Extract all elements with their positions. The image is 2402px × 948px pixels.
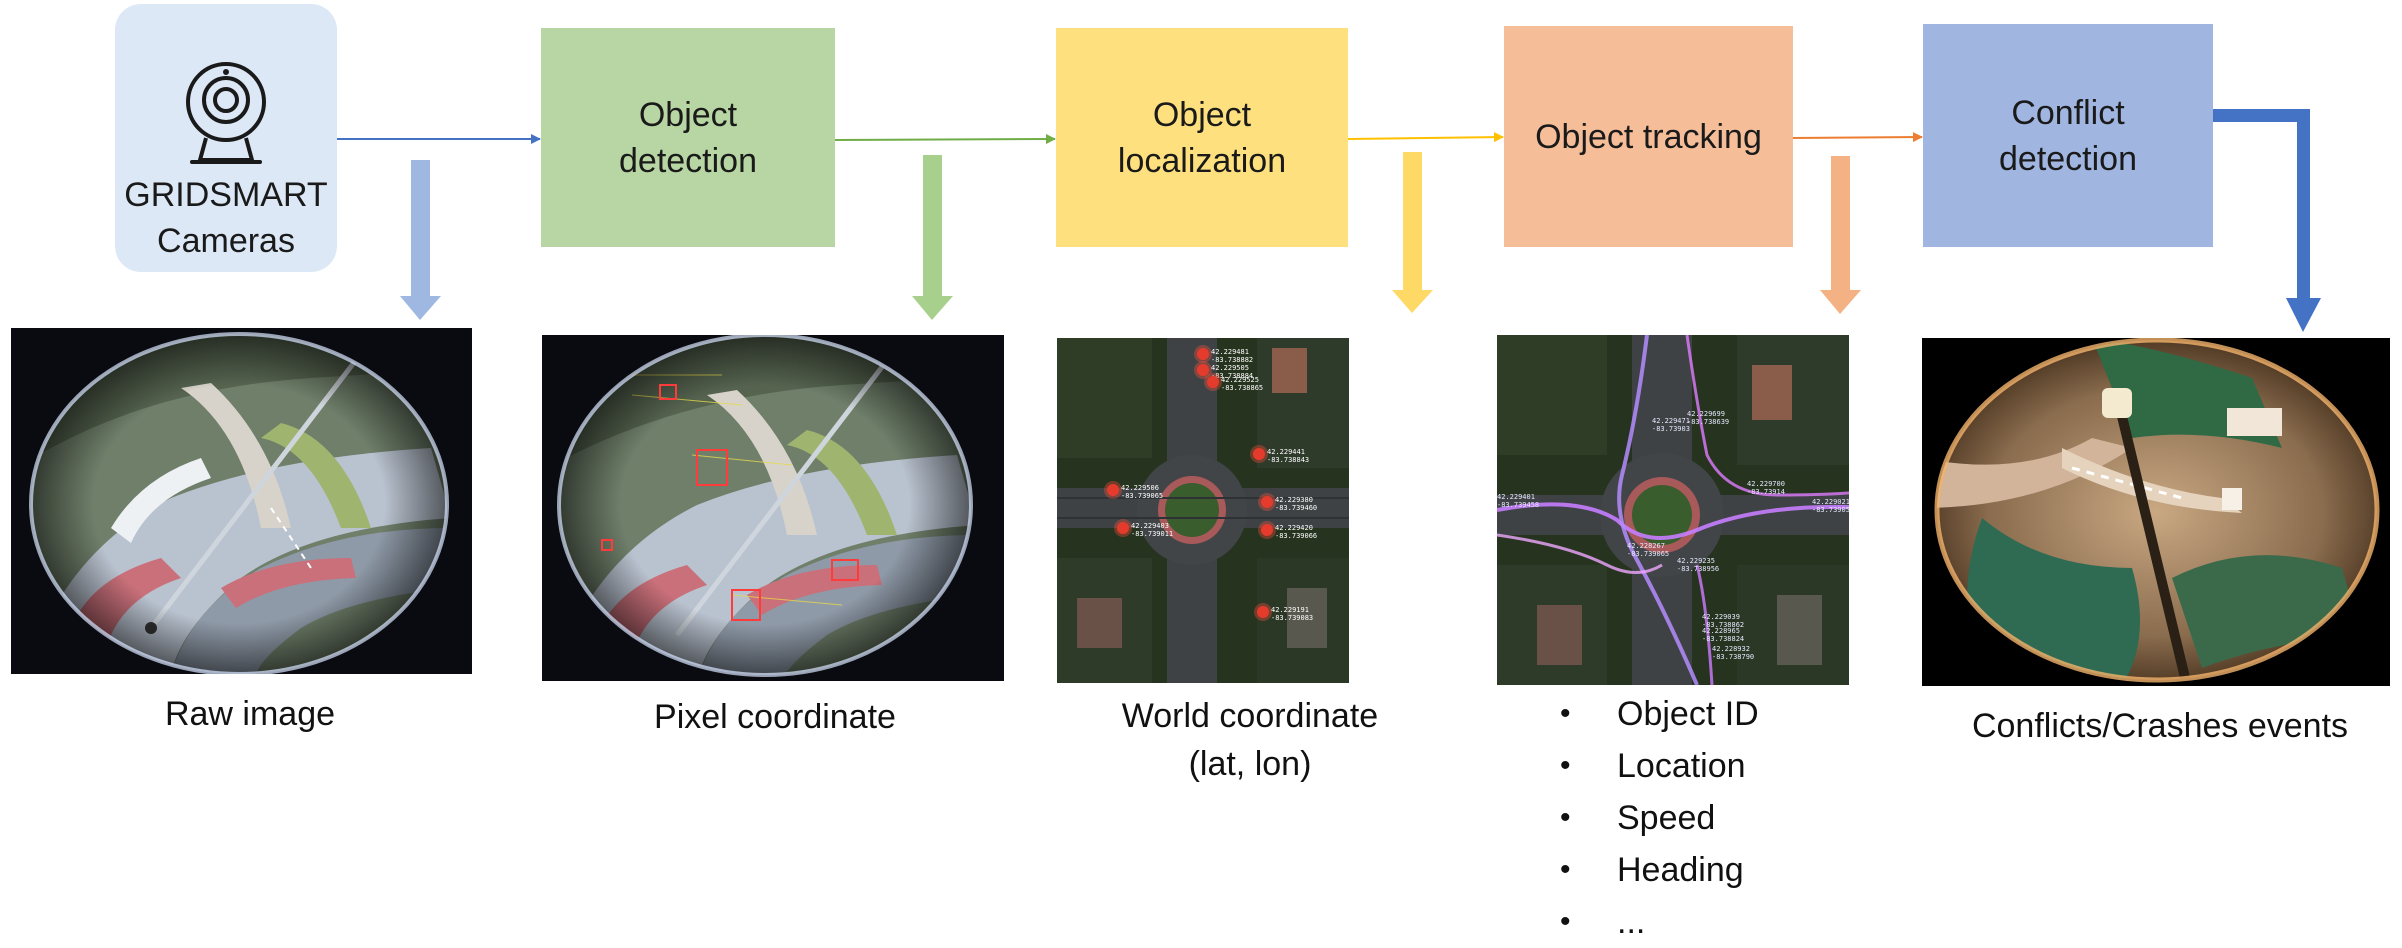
detection-label-line2: detection (619, 141, 757, 180)
world-marker-label: 42.229481 -83.738882 (1211, 348, 1254, 364)
down-arrow-raw (400, 160, 441, 320)
world-marker-label: 42.229506 -83.739065 (1121, 484, 1164, 500)
track-label: 42.229700 -83.73914 (1747, 480, 1785, 496)
world-marker-dot (1253, 448, 1265, 460)
object-tracking-node: Object tracking (1504, 26, 1793, 247)
camera-label-line2: Cameras (157, 222, 295, 260)
track-label: 42.228965 -83.738824 (1702, 627, 1745, 643)
world-marker-label: 42.229191 -83.739083 (1271, 606, 1314, 622)
world-marker-label: 42.229420 -83.739066 (1275, 524, 1318, 540)
track-label: 42.229401 -83.739458 (1497, 493, 1540, 509)
track-label: 42.229471 -83.73903 (1652, 417, 1690, 433)
object-detection-node: Object detection (541, 28, 835, 247)
object-localization-node: Object localization (1056, 28, 1348, 247)
conflict-label-line1: Conflict (2011, 93, 2125, 132)
track-label: 42.229021 -83.739053 (1812, 498, 1849, 514)
world-marker-label: 42.229525 -83.738865 (1221, 376, 1264, 392)
arrow-detection-to-localization (834, 134, 1056, 145)
arrow-localization-to-tracking (1347, 132, 1504, 143)
camera-node: GRIDSMART Cameras (115, 4, 337, 272)
detection-bbox (831, 559, 859, 581)
track-label: 42.228932 -83.738790 (1712, 645, 1755, 661)
tracking-output-list: Object ID Location Speed Heading ... (1552, 688, 1759, 948)
tracking-output-item: ... (1552, 896, 1759, 948)
caption-pixel-coordinate: Pixel coordinate (654, 698, 896, 736)
track-label: 42.228267 -83.739065 (1627, 542, 1670, 558)
track-label: 42.229039 -83.738862 (1702, 613, 1745, 629)
conflict-detection-node: Conflict detection (1923, 24, 2213, 247)
tracking-output-item: Heading (1552, 844, 1759, 896)
webcam-icon (186, 62, 266, 164)
tracking-output-item: Speed (1552, 792, 1759, 844)
localization-label-line2: localization (1117, 141, 1287, 180)
down-arrow-track (1820, 156, 1861, 314)
pixel-coordinate-image (542, 335, 1004, 681)
down-arrow-world (1392, 152, 1433, 313)
world-marker-dot (1197, 348, 1209, 360)
world-marker-dot (1197, 364, 1209, 376)
camera-label-line1: GRIDSMART (124, 176, 328, 214)
world-marker-dot (1207, 376, 1219, 388)
caption-raw-image: Raw image (164, 695, 336, 733)
world-marker-dot (1257, 606, 1269, 618)
detection-bbox (601, 539, 613, 551)
tracking-label: Object tracking (1535, 117, 1762, 156)
world-marker-label: 42.229441 -83.738843 (1267, 448, 1310, 464)
world-marker-dot (1117, 522, 1129, 534)
detection-bbox (731, 589, 761, 621)
down-arrow-pixel (912, 155, 953, 320)
tracking-output-item: Location (1552, 740, 1759, 792)
world-marker-dot (1261, 496, 1273, 508)
world-marker-label: 42.229380 -83.739460 (1275, 496, 1318, 512)
world-marker-label: 42.229505 -83.738884 (1211, 364, 1254, 380)
raw-fisheye-image (11, 328, 472, 674)
world-marker-dot (1261, 524, 1273, 536)
caption-conflict-events: Conflicts/Crashes events (1971, 707, 2349, 745)
caption-world-coordinate: World coordinate (lat, lon) (1060, 692, 1440, 788)
localization-label-line1: Object (1152, 95, 1252, 134)
world-marker-label: 42.229403 -83.739011 (1131, 522, 1174, 538)
caption-world-line1: World coordinate (1121, 697, 1379, 735)
tracking-output-item: Object ID (1552, 688, 1759, 740)
conflict-label-line2: detection (1999, 139, 2137, 178)
track-label: 42.229235 -83.738956 (1677, 557, 1720, 573)
conflict-events-image (1922, 338, 2390, 686)
arrow-tracking-to-conflict (1792, 132, 1923, 143)
world-marker-dot (1107, 484, 1119, 496)
detection-bbox (659, 384, 677, 400)
caption-world-line2: (lat, lon) (1188, 745, 1312, 783)
detection-label-line1: Object (638, 95, 738, 134)
arrow-conflict-to-events (2213, 109, 2321, 332)
track-label: 42.229699 -83.738639 (1687, 410, 1730, 426)
detection-bbox (696, 449, 728, 486)
